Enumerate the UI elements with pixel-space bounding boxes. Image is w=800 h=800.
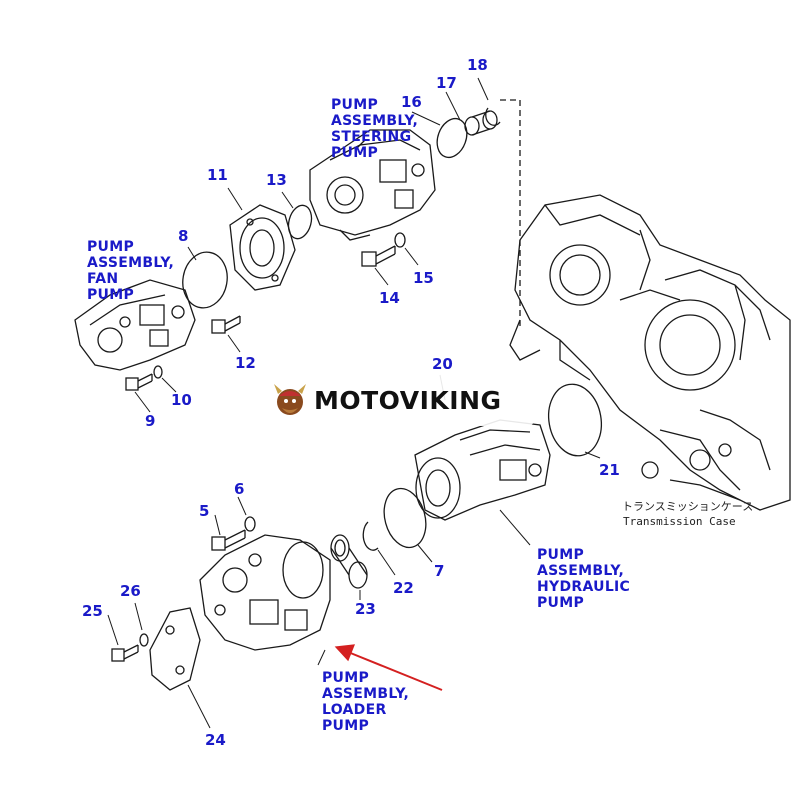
steering-pump-drawing — [309, 129, 436, 241]
part-number-9: 9 — [145, 412, 156, 430]
callout-line: PUMP — [537, 595, 585, 611]
callout-line: PUMP — [87, 239, 135, 255]
bushing-17 — [464, 110, 498, 136]
adapter-plate-11 — [229, 204, 296, 291]
part-number-6: 6 — [234, 480, 245, 498]
part-number-7: 7 — [434, 562, 445, 580]
part-number-21: 21 — [599, 461, 620, 479]
part-number-10: 10 — [171, 391, 192, 409]
part-number-26: 26 — [120, 582, 141, 600]
bolt-12 — [211, 315, 241, 334]
callout-line: PUMP — [322, 670, 370, 686]
o-ring-8 — [182, 251, 228, 309]
washer-15 — [394, 232, 406, 248]
transmission-case-label-jp: トランスミッションケース — [622, 500, 754, 513]
washer-10 — [153, 365, 163, 379]
brand-name: MOTOVIKING — [314, 385, 502, 415]
loader-pump-pointer-arrow — [334, 644, 443, 691]
part-number-17: 17 — [436, 74, 457, 92]
viking-logo-icon — [274, 384, 306, 415]
part-number-18: 18 — [467, 56, 488, 74]
callout-line: PUMP — [322, 718, 370, 734]
part-number-25: 25 — [82, 602, 103, 620]
part-number-12: 12 — [235, 354, 256, 372]
transmission-case-drawing — [509, 194, 791, 511]
bracket-24 — [149, 607, 201, 691]
callout-line: PUMP — [87, 287, 135, 303]
callout-loader-pump: PUMP ASSEMBLY, LOADER PUMP — [322, 670, 409, 734]
callout-line: PUMP — [331, 145, 379, 161]
leader-line — [500, 99, 521, 330]
bolt-5 — [211, 529, 246, 551]
callout-steering-pump: PUMP ASSEMBLY, STEERING PUMP — [331, 97, 418, 161]
loader-pump-drawing — [199, 534, 331, 651]
callout-line: PUMP — [537, 547, 585, 563]
part-number-16: 16 — [401, 93, 422, 111]
callout-line: LOADER — [322, 702, 387, 718]
callout-line: FAN — [87, 271, 119, 287]
bolt-9 — [125, 373, 153, 391]
callout-line: HYDRAULIC — [537, 579, 631, 595]
callout-line: ASSEMBLY, — [331, 113, 419, 129]
transmission-case-label-en: Transmission Case — [623, 515, 736, 528]
part-number-20: 20 — [432, 355, 453, 373]
o-ring-21 — [547, 383, 603, 457]
callout-line: STEERING — [331, 129, 412, 145]
part-number-8: 8 — [178, 227, 189, 245]
part-number-14: 14 — [379, 289, 400, 307]
callout-line: ASSEMBLY, — [87, 255, 175, 271]
part-number-11: 11 — [207, 166, 228, 184]
part-number-15: 15 — [413, 269, 434, 287]
callout-line: ASSEMBLY, — [537, 563, 625, 579]
callout-hydraulic-pump: PUMP ASSEMBLY, HYDRAULIC PUMP — [537, 547, 630, 611]
coupling-23 — [330, 534, 368, 589]
part-leaders — [107, 77, 601, 729]
callout-line: PUMP — [331, 97, 379, 113]
part-number-5: 5 — [199, 502, 210, 520]
part-number-24: 24 — [205, 731, 226, 749]
seal-ring-16 — [436, 117, 468, 159]
motoviking-watermark: MOTOVIKING — [262, 374, 534, 426]
callout-line: ASSEMBLY, — [322, 686, 410, 702]
o-ring-13 — [287, 204, 313, 240]
part-number-13: 13 — [266, 171, 287, 189]
snap-ring-22 — [362, 521, 379, 551]
part-number-22: 22 — [393, 579, 414, 597]
snap-ring-18 — [485, 107, 501, 126]
washer-26 — [139, 633, 149, 647]
part-number-23: 23 — [355, 600, 376, 618]
fan-pump-drawing — [74, 279, 196, 371]
bolt-25 — [111, 644, 139, 662]
washer-6 — [244, 516, 256, 532]
callout-fan-pump: PUMP ASSEMBLY, FAN PUMP — [87, 239, 174, 303]
o-ring-7 — [383, 487, 427, 549]
hydraulic-pump-drawing — [414, 419, 551, 521]
bolt-14 — [361, 245, 396, 267]
